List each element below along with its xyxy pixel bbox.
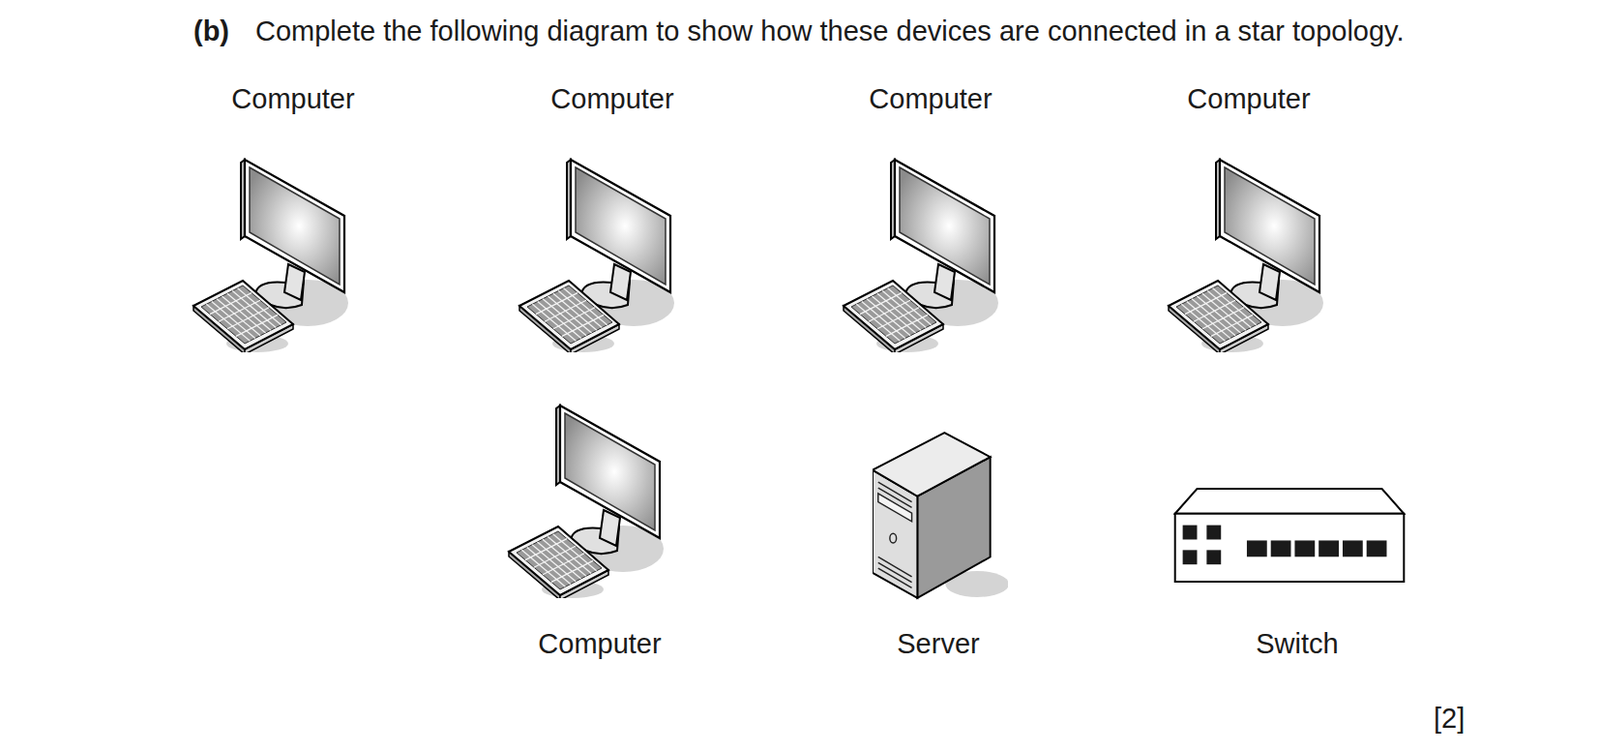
device-icon: [872, 428, 1008, 603]
server-node: Server: [851, 428, 1026, 663]
computer-node: Computer: [191, 79, 381, 353]
computer-node: Computer: [517, 79, 700, 353]
question-text: Complete the following diagram to show h…: [255, 15, 1405, 48]
question-part: (b): [193, 15, 230, 48]
mark-allocation: [2]: [1433, 702, 1465, 735]
computer-node: Computer: [841, 79, 1018, 353]
device-icon: [841, 157, 1000, 353]
device-label: Computer: [843, 79, 1018, 119]
device-graphic: [519, 159, 675, 355]
device-label: Server: [851, 623, 1026, 663]
device-graphic: [1168, 159, 1324, 355]
device-label: Computer: [206, 79, 381, 119]
device-icon: [1166, 157, 1325, 353]
device-label: Computer: [525, 79, 700, 119]
switch-node: Switch: [1173, 487, 1407, 663]
device-icon: [191, 157, 350, 353]
device-graphic: [1175, 488, 1405, 582]
device-graphic: [508, 405, 664, 600]
device-icon: [1173, 487, 1407, 584]
device-label: Computer: [512, 623, 687, 663]
device-label: Switch: [1210, 623, 1385, 663]
device-graphic: [193, 159, 349, 355]
computer-node: Computer: [506, 403, 687, 663]
device-icon: [517, 157, 676, 353]
computer-node: Computer: [1161, 79, 1336, 353]
device-graphic: [843, 159, 999, 355]
device-graphic: [872, 432, 1009, 598]
device-icon: [506, 403, 665, 598]
device-label: Computer: [1161, 79, 1336, 119]
